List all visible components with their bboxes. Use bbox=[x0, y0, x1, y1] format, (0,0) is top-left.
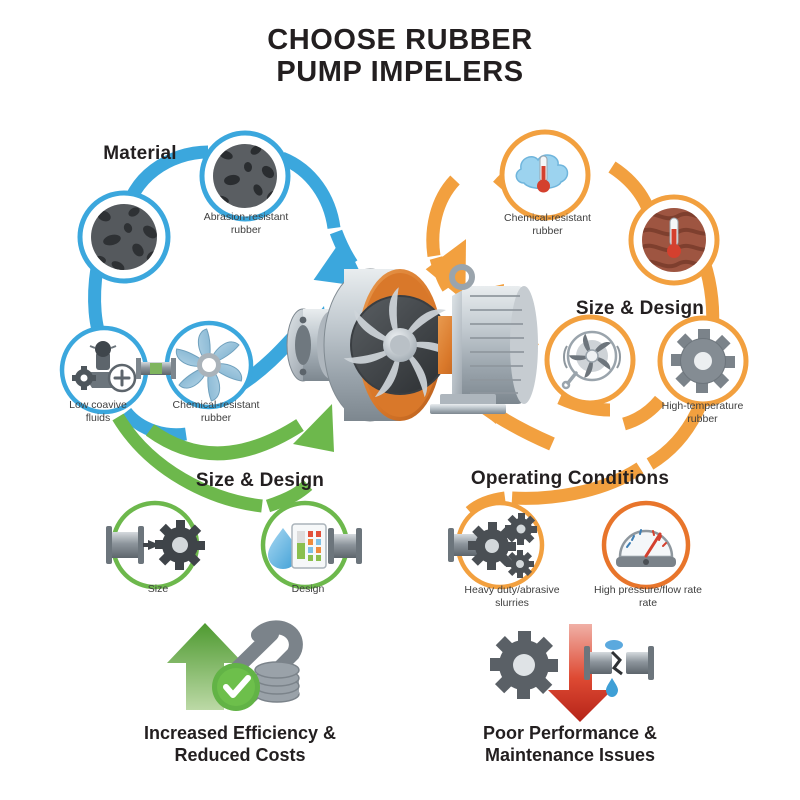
node-high-pressure-flow-rate[interactable] bbox=[601, 500, 691, 590]
section-heading-size-design-bottom: Size & Design bbox=[195, 470, 325, 491]
outcome-negative-line-1: Poor Performance & bbox=[482, 723, 658, 743]
title-line-2: PUMP IMPELERS bbox=[276, 56, 524, 89]
section-heading-material: Material bbox=[103, 143, 177, 164]
node-abrasion-resistant-rubber[interactable] bbox=[199, 130, 291, 222]
outcome-positive-line-2: Reduced Costs bbox=[174, 744, 306, 765]
title-line-1: CHOOSE RUBBER bbox=[267, 24, 533, 56]
outcome-negative-icon-group bbox=[490, 624, 654, 722]
section-heading-operating-conditions: Operating Conditions bbox=[470, 468, 670, 489]
outcome-positive-label: Increased Efficiency & Reduced Costs bbox=[100, 723, 380, 766]
node-design[interactable] bbox=[260, 500, 362, 590]
node-chemical-resistant-rubber-left[interactable] bbox=[164, 320, 254, 410]
outcome-negative-label: Poor Performance & Maintenance Issues bbox=[420, 723, 720, 766]
caption-size: Size bbox=[147, 583, 169, 595]
node-chemical-resistant-rubber-right[interactable] bbox=[499, 129, 591, 221]
page-title: CHOOSE RUBBER PUMP IMPELERS bbox=[0, 24, 800, 89]
arrow-green-to-pump bbox=[145, 404, 334, 461]
centrifugal-pump-icon bbox=[286, 264, 538, 422]
pipe-connector-material bbox=[136, 358, 176, 379]
node-low-corrosive-fluids[interactable] bbox=[59, 325, 149, 415]
node-material-granules-left[interactable] bbox=[77, 190, 171, 284]
caption-design: Design bbox=[291, 583, 325, 595]
section-heading-size-design-right: Size & Design bbox=[575, 298, 705, 319]
node-heavy-duty-abrasive-slurries[interactable] bbox=[448, 500, 545, 590]
node-high-temperature-rubber[interactable] bbox=[657, 315, 749, 407]
outcome-negative-line-2: Maintenance Issues bbox=[484, 744, 656, 765]
node-heat-thermometer[interactable] bbox=[628, 194, 720, 286]
node-size[interactable] bbox=[106, 500, 205, 590]
arc-size-design-green bbox=[112, 413, 313, 513]
outcome-positive-line-1: Increased Efficiency & bbox=[143, 723, 337, 743]
node-impeller-inspection[interactable] bbox=[544, 314, 636, 406]
outcome-positive-icon-group bbox=[167, 620, 303, 711]
